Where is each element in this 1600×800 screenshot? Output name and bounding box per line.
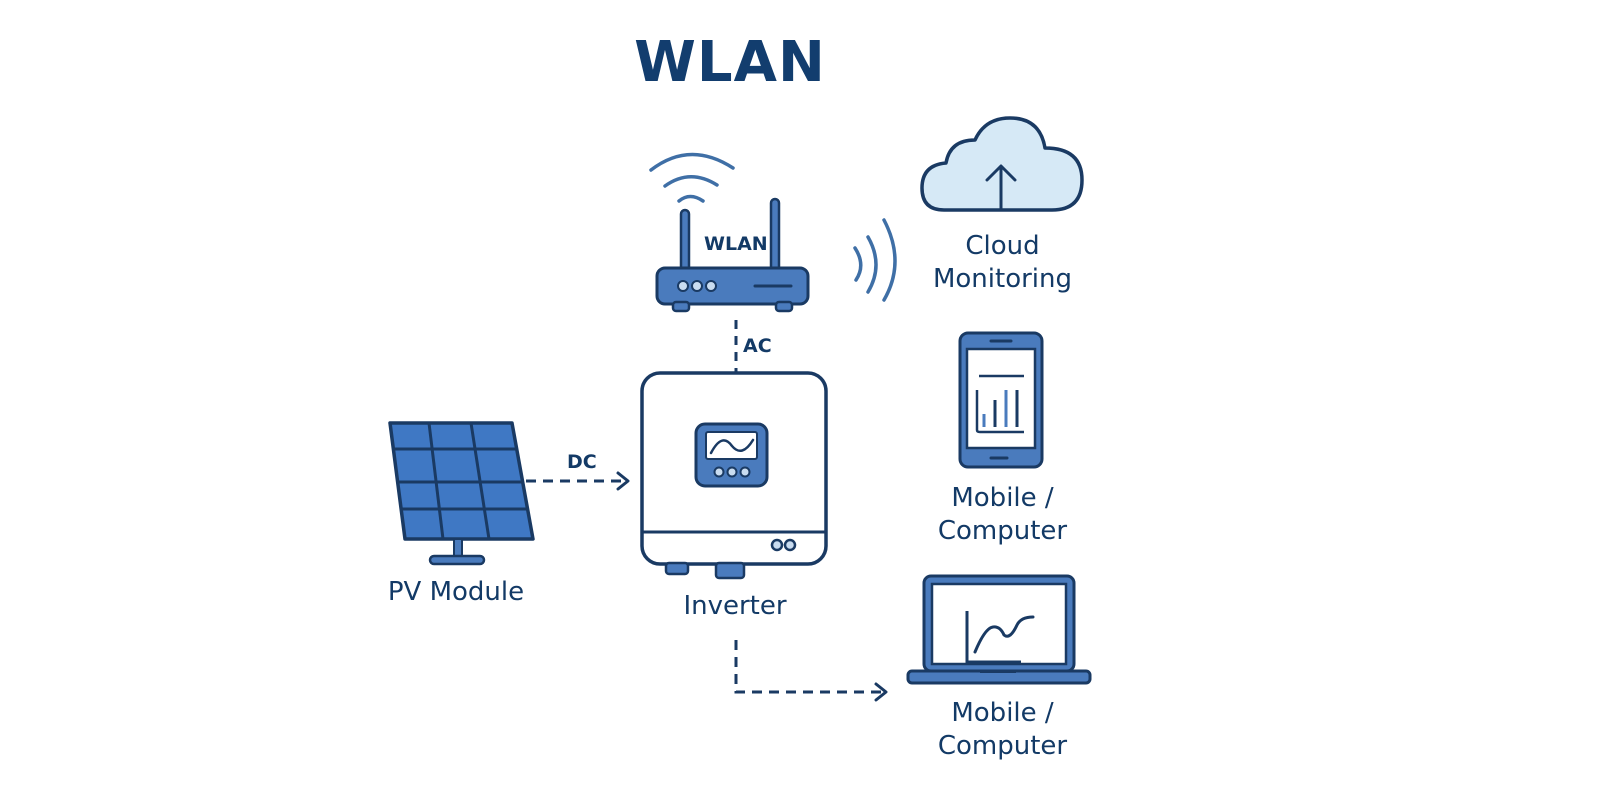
cloud-label-line1: Cloud bbox=[965, 231, 1040, 261]
pv-module-label: PV Module bbox=[387, 577, 525, 607]
wifi-router-icon bbox=[649, 152, 897, 313]
cloud-monitoring-label: Cloud Monitoring bbox=[920, 230, 1085, 296]
inverter-icon bbox=[640, 371, 828, 580]
dc-label: DC bbox=[567, 451, 597, 473]
data-connection-arrow bbox=[734, 640, 888, 702]
router-label: WLAN bbox=[704, 233, 768, 255]
solar-panel-icon bbox=[388, 421, 535, 566]
diagram-title: WLAN bbox=[634, 30, 826, 95]
laptop-label: Mobile / Computer bbox=[920, 697, 1085, 763]
cloud-label-line2: Monitoring bbox=[932, 264, 1073, 294]
dc-connection-arrow bbox=[526, 471, 630, 491]
ac-label: AC bbox=[743, 335, 772, 357]
smartphone-chart-icon bbox=[958, 331, 1044, 469]
inverter-label: Inverter bbox=[683, 591, 787, 621]
wifi-waves-right bbox=[853, 218, 897, 302]
phone-label-line1: Mobile / bbox=[951, 483, 1054, 513]
laptop-chart-icon bbox=[906, 574, 1092, 685]
laptop-label-line2: Computer bbox=[937, 731, 1068, 761]
wifi-waves-top bbox=[649, 152, 735, 203]
phone-label: Mobile / Computer bbox=[920, 482, 1085, 548]
laptop-label-line1: Mobile / bbox=[951, 698, 1054, 728]
phone-label-line2: Computer bbox=[937, 516, 1068, 546]
cloud-upload-icon bbox=[920, 116, 1084, 212]
